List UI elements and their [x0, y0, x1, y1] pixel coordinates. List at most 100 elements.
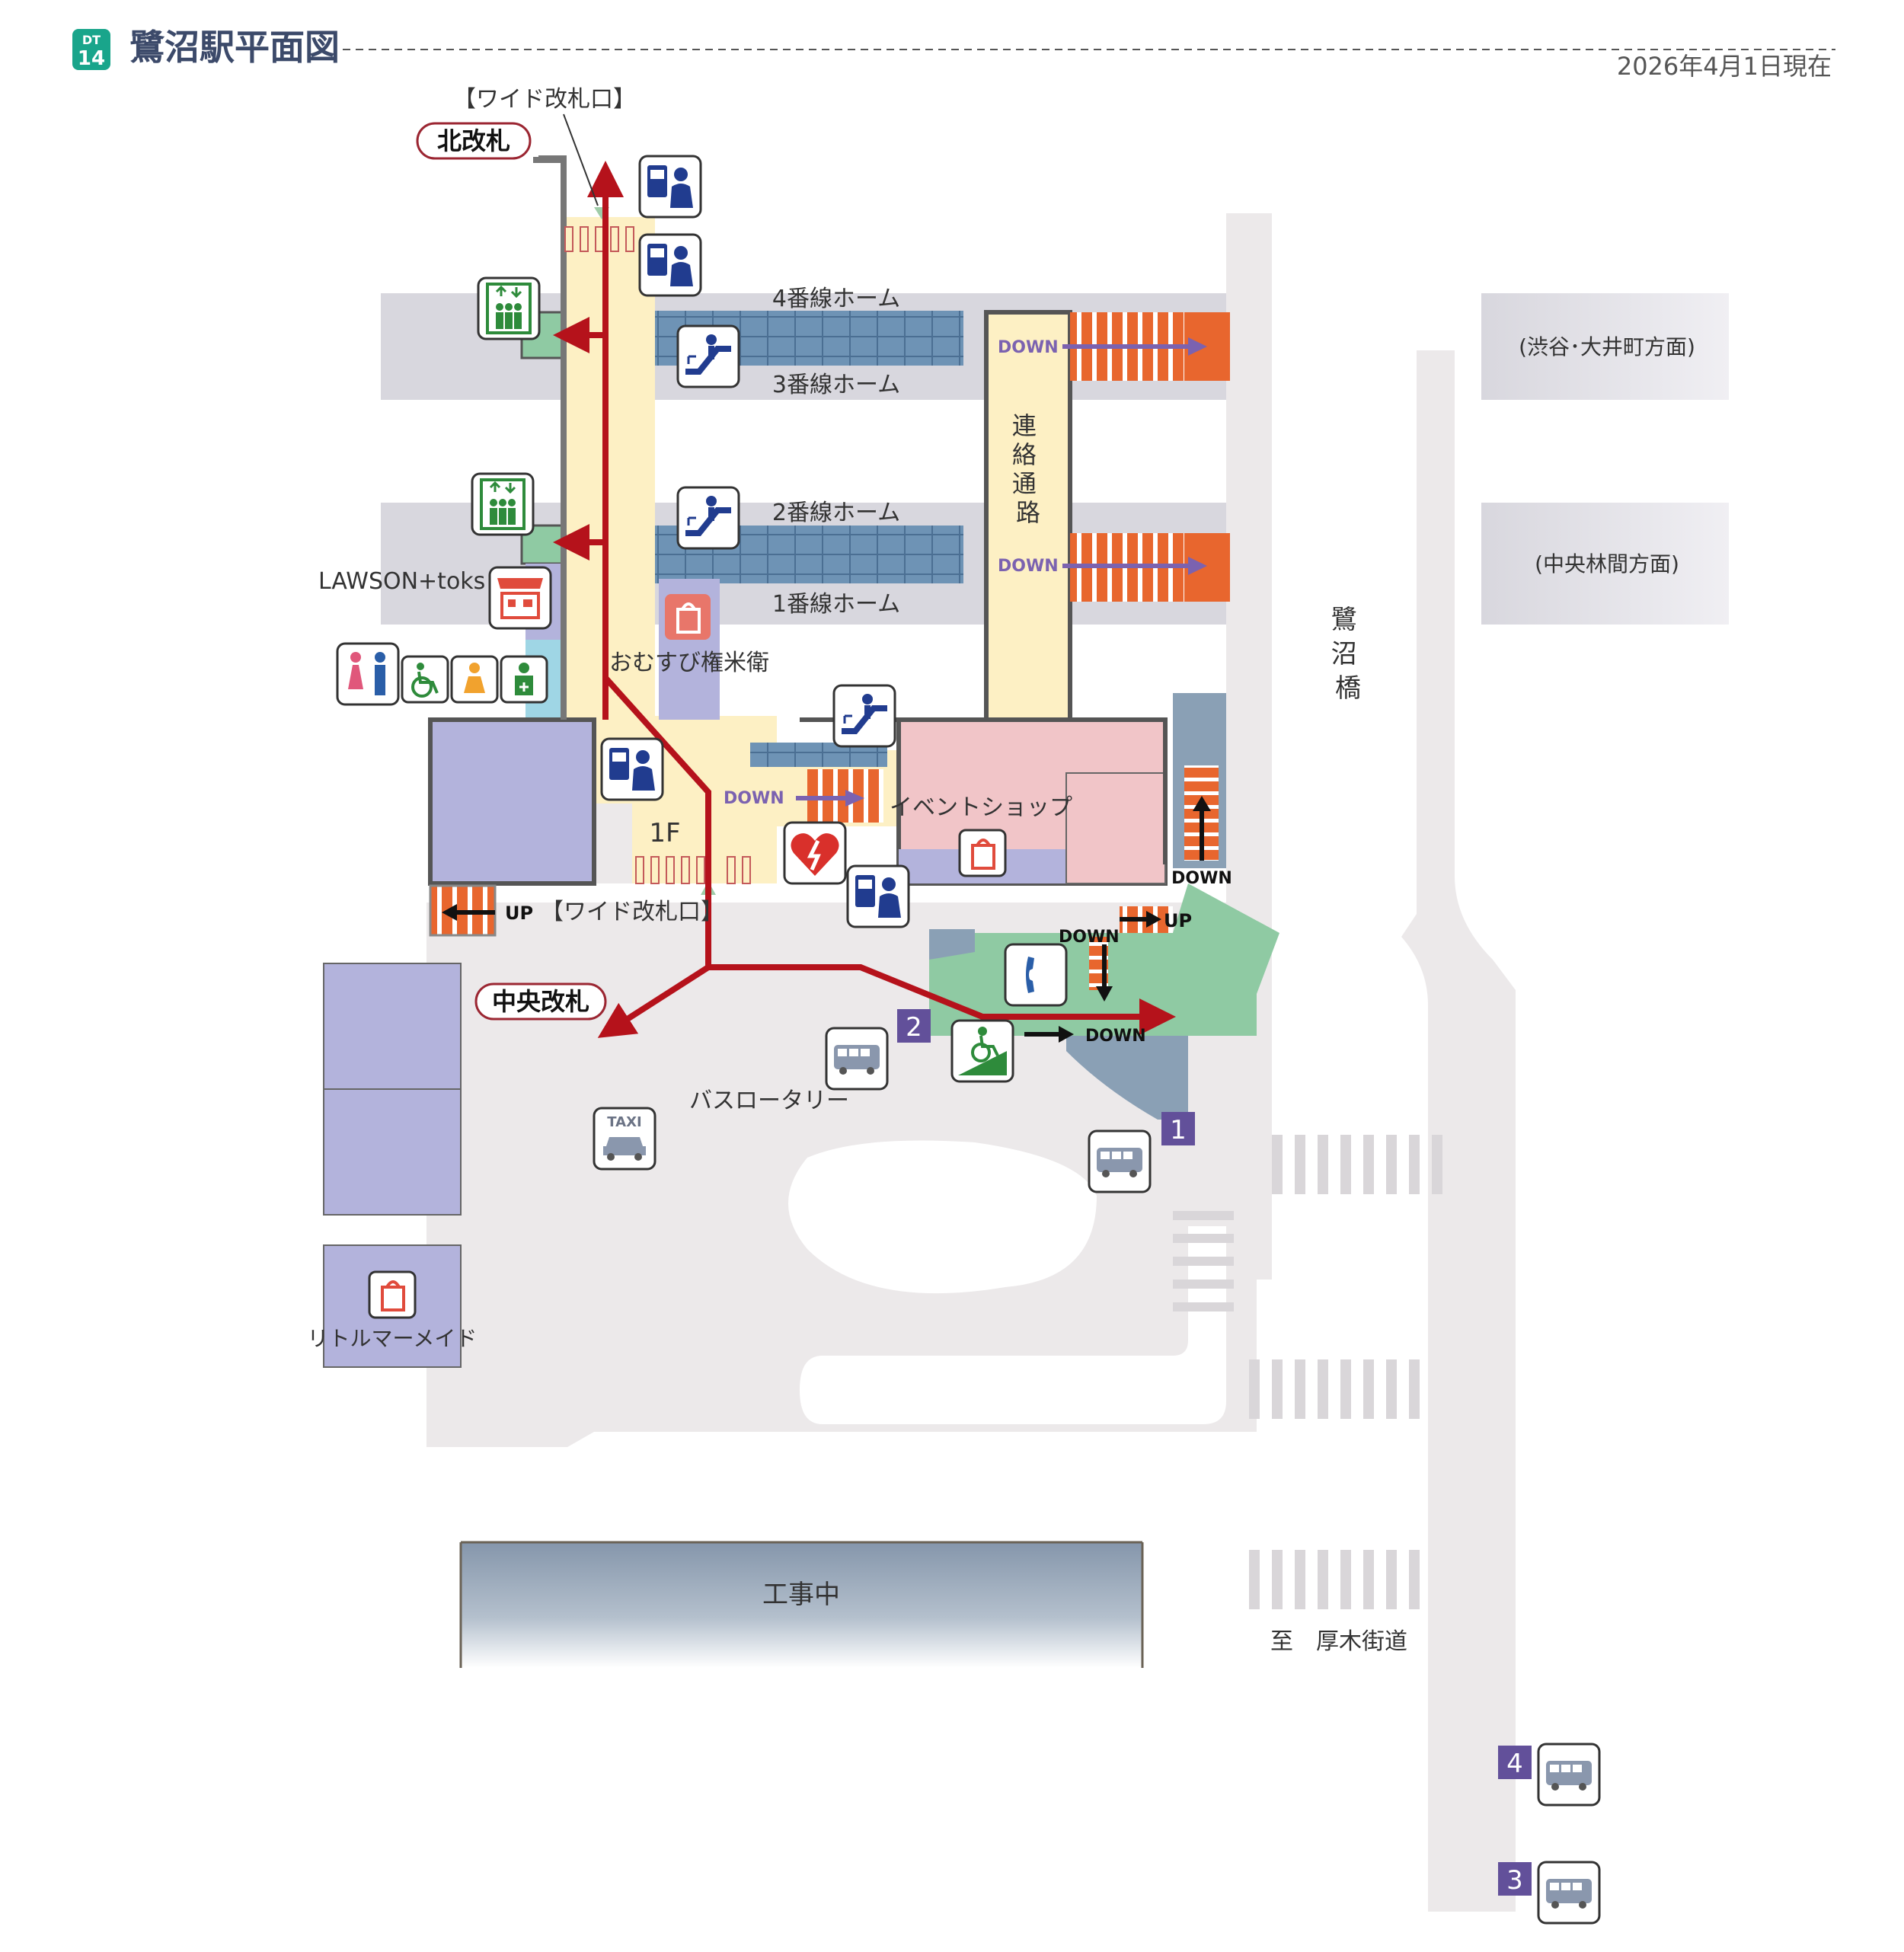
- lawson-label: LAWSON+toks: [318, 568, 485, 595]
- icons: TAXI 2 1 4 3: [336, 155, 1601, 1925]
- up-label-west: UP: [505, 903, 533, 924]
- connecting-passage-text: 連 絡 通 路: [1012, 411, 1044, 527]
- to-atsugi-label: 至 厚木街道: [1270, 1628, 1407, 1655]
- down-label-12: DOWN: [998, 557, 1059, 576]
- convenience-store-icon[interactable]: [488, 566, 552, 630]
- line-badge-number: 14: [78, 47, 105, 70]
- store-block-left: [428, 717, 596, 886]
- bus-stop-number-3: 3: [1498, 1862, 1532, 1896]
- direction-shibuya-box: [1481, 293, 1729, 400]
- direction-chuorinkan: (中央林間方面): [1535, 551, 1679, 577]
- platform-4-label: 4番線ホーム: [772, 286, 900, 312]
- arrowhead-plaza-down: [1096, 986, 1113, 1002]
- event-shop-inner: [1065, 772, 1166, 884]
- slope-icon[interactable]: [950, 1019, 1014, 1083]
- down-label-east: DOWN: [1059, 928, 1120, 947]
- date-stamp: 2026年4月1日現在: [1617, 52, 1832, 81]
- little-mermaid-label: リトルマーメイド: [308, 1326, 478, 1351]
- route-southwest: [597, 964, 711, 1038]
- sidewalk-island: [800, 1226, 1226, 1424]
- slate-corner: [929, 929, 975, 960]
- up-label-east: UP: [1164, 910, 1192, 931]
- flow-indicators: DOWN DOWN DOWN UP DOWN UP DOWN DOWN: [442, 337, 1232, 1046]
- ticket-machine-icon[interactable]: [638, 155, 702, 219]
- gray-block: [594, 803, 632, 883]
- wheelchair-toilet-icon[interactable]: [401, 655, 449, 704]
- page-title: 鷺沼駅平面図: [129, 27, 340, 68]
- svg-text:4: 4: [1506, 1749, 1523, 1779]
- down-label-south: DOWN: [724, 789, 784, 808]
- bus-island: [788, 1140, 1097, 1294]
- route-lines: [553, 161, 1176, 1038]
- connecting-passage-label: 連 絡 通 路: [1012, 411, 1044, 527]
- event-shop-label: イベントショップ: [890, 794, 1072, 821]
- baby-care-icon[interactable]: [450, 655, 499, 704]
- crosswalk-bottom: [1249, 1550, 1420, 1609]
- direction-boxes: (渋谷･大井町方面) (中央林間方面): [1481, 293, 1729, 625]
- bus-stop-number-1: 1: [1161, 1112, 1195, 1145]
- bus-icon[interactable]: [1537, 1743, 1601, 1807]
- bus-icon[interactable]: [1537, 1861, 1601, 1925]
- down-arrowhead-south: [845, 790, 864, 807]
- sagi-bridge-label: 鷺 沼 橋: [1331, 605, 1366, 704]
- taxi-icon[interactable]: TAXI: [593, 1107, 656, 1171]
- aed-icon[interactable]: [783, 821, 847, 885]
- arrowhead-ramp: [1059, 1026, 1074, 1043]
- header: DT 14 鷺沼駅平面図 2026年4月1日現在: [72, 27, 1835, 81]
- bus-icon[interactable]: [1088, 1129, 1152, 1193]
- telephone-icon[interactable]: [1004, 943, 1068, 1007]
- shop-icon[interactable]: [958, 829, 1007, 877]
- crosswalk-mid: [1249, 1359, 1420, 1419]
- main-road: [1401, 350, 1516, 1912]
- bus-stop-number-4: 4: [1498, 1746, 1532, 1779]
- taxi-sign: TAXI: [607, 1114, 641, 1130]
- elevator-icon[interactable]: [471, 472, 535, 536]
- floor-label: 1F: [649, 818, 680, 848]
- route-southeast: [708, 964, 1176, 1035]
- slate-plaza: [1066, 1036, 1188, 1120]
- central-gate-label: 中央改札: [492, 987, 589, 1016]
- crosswalk-left: [1173, 1211, 1234, 1311]
- shop-icon[interactable]: [665, 594, 711, 640]
- central-gate-bars: [635, 856, 751, 884]
- construction-label: 工事中: [762, 1580, 840, 1610]
- restroom-icon[interactable]: [336, 642, 400, 706]
- elevator-icon[interactable]: [477, 276, 541, 340]
- direction-shibuya: (渋谷･大井町方面): [1519, 334, 1695, 359]
- escalator-icon[interactable]: [832, 684, 896, 748]
- down-label-34: DOWN: [998, 338, 1059, 357]
- arrowhead-right-stairs-up: [1193, 796, 1211, 811]
- down-label-ramp: DOWN: [1085, 1027, 1146, 1046]
- connecting-passage: [984, 310, 1072, 726]
- labels: 【ワイド改札口】 北改札 連 絡 通 路 鷺 沼 橋 LAWSON+toks お…: [308, 86, 1407, 1655]
- line-badge-code: DT: [82, 33, 101, 47]
- building-west-1: [323, 963, 462, 1090]
- sagi-bridge-road: [1226, 213, 1272, 1280]
- event-shop-outline: [800, 717, 1168, 864]
- north-gate-tag: [416, 122, 532, 160]
- arrowhead-east-up: [1146, 911, 1161, 928]
- ostomate-icon[interactable]: [500, 655, 548, 704]
- escalator-icon[interactable]: [676, 486, 740, 550]
- bus-rotary-label: バスロータリー: [689, 1088, 849, 1114]
- ticket-machine-icon[interactable]: [846, 864, 910, 928]
- wide-gate-label-top: 【ワイド改札口】: [453, 86, 636, 113]
- construction-area: [461, 1542, 1142, 1668]
- up-arrowhead-west: [442, 904, 457, 921]
- down-arrowhead-12: [1188, 557, 1207, 575]
- stairs-end-12: [1184, 533, 1230, 602]
- svg-text:1: 1: [1170, 1115, 1187, 1145]
- platform-2-label: 2番線ホーム: [772, 500, 900, 526]
- ticket-machine-icon[interactable]: [638, 233, 702, 297]
- north-gate-label: 北改札: [437, 126, 510, 155]
- svg-text:2: 2: [906, 1012, 922, 1043]
- escalator-icon[interactable]: [676, 324, 740, 388]
- sagi-bridge-text: 鷺 沼 橋: [1331, 605, 1366, 704]
- shop-icon[interactable]: [368, 1270, 417, 1319]
- ticket-machine-icon[interactable]: [600, 737, 664, 801]
- wide-gate-label-bottom: 【ワイド改札口】: [541, 899, 724, 925]
- central-gate-tag: [474, 982, 607, 1021]
- line-badge: [72, 29, 110, 70]
- bus-icon[interactable]: [825, 1027, 889, 1091]
